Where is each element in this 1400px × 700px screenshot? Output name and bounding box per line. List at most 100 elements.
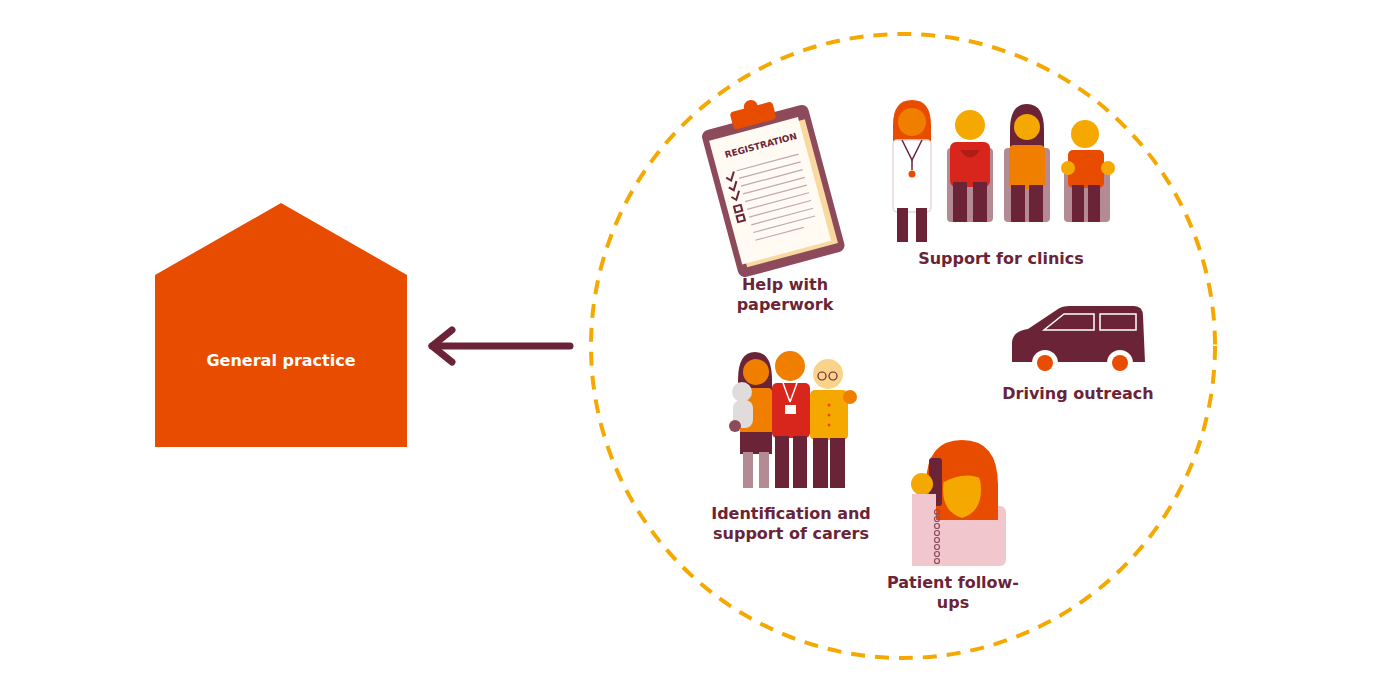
carers-group-part	[843, 390, 857, 404]
clinic-figures-part	[898, 108, 926, 136]
patient-phone-icon-part-part	[935, 510, 940, 515]
clipboard-icon-part-part	[755, 227, 803, 240]
carers-group-part	[759, 452, 769, 488]
carers-group-part	[828, 414, 831, 417]
carers-group-part	[813, 438, 828, 488]
patient-phone-icon-part-part	[935, 517, 940, 522]
carers-group-part	[743, 452, 753, 488]
arrow-connector-part	[432, 343, 570, 350]
service-label: Driving outreach	[1002, 384, 1153, 404]
clipboard-icon	[696, 86, 846, 279]
clinic-figures-part	[1061, 161, 1075, 175]
clipboard-icon-part-part	[730, 191, 741, 201]
clinic-figures-part	[960, 150, 980, 158]
clinic-figures	[893, 100, 1115, 242]
clinic-figures-part	[955, 110, 985, 140]
clipboard-icon-part-part	[751, 208, 813, 225]
carers-group-part	[729, 420, 741, 432]
patient-phone-icon-part	[935, 510, 940, 564]
clinic-figures-part	[1014, 114, 1040, 140]
clipboard-icon-part-part	[747, 193, 809, 210]
clinic-figures-part	[1088, 185, 1100, 222]
house-shape	[155, 203, 407, 447]
service-label: Support for clinics	[918, 249, 1084, 269]
car-icon-part	[1037, 355, 1053, 371]
patient-phone-icon-part	[912, 494, 936, 566]
carers-group-part	[830, 438, 845, 488]
carers-group-part	[732, 382, 752, 402]
carers-group-part	[772, 383, 810, 438]
car-icon-part	[1100, 314, 1136, 330]
clinic-figures-part	[1101, 161, 1115, 175]
clipboard-icon-part	[709, 117, 831, 264]
arrow-connector-part	[432, 330, 452, 362]
clinic-figures-part	[909, 171, 916, 178]
carers-group-part	[775, 351, 805, 381]
clinic-figures-part	[893, 140, 931, 212]
clinic-figures-part	[897, 208, 908, 242]
clinic-figures-part	[902, 140, 922, 160]
patient-phone-icon-part-part	[935, 552, 940, 557]
clinic-figures-part	[1010, 104, 1044, 152]
clipboard-icon-part-part	[734, 205, 742, 213]
patient-phone-icon-part-part	[935, 538, 940, 543]
carers-group-part	[783, 383, 790, 402]
carers-group-part	[793, 436, 807, 488]
patient-phone-icon-part-part	[935, 545, 940, 550]
car-icon	[1012, 306, 1145, 376]
clipboard-icon-part-part	[728, 181, 739, 191]
arrow-connector	[432, 330, 570, 362]
patient-phone-icon	[911, 440, 1006, 566]
patient-phone-icon-part	[944, 462, 985, 482]
clinic-figures-part	[1011, 185, 1025, 222]
car-icon-part	[1107, 350, 1133, 376]
carers-group-part	[743, 359, 769, 385]
node-label: General practice	[155, 351, 407, 371]
clipboard-icon-part-part	[737, 215, 745, 223]
car-icon-part	[1044, 314, 1094, 330]
patient-phone-icon-part	[911, 473, 933, 495]
carers-group-part	[740, 432, 772, 454]
service-label: Patient follow-ups	[873, 573, 1033, 613]
patient-phone-icon-part-part	[935, 524, 940, 529]
clipboard-icon-part-part	[749, 201, 811, 218]
clipboard-icon-part	[725, 171, 747, 222]
clipboard-icon-part-part	[753, 216, 815, 233]
carers-group-part	[785, 405, 796, 414]
clinic-figures-part	[1009, 145, 1045, 189]
clinic-figures-part	[973, 182, 987, 222]
carers-group-part	[790, 383, 797, 402]
carers-group-part	[810, 390, 848, 440]
house-outline	[155, 203, 407, 447]
clinic-figures-part	[1072, 185, 1084, 222]
carers-group-part	[818, 372, 826, 380]
service-label: Identification and support of carers	[691, 504, 891, 544]
practice-box: General practice	[155, 203, 407, 447]
clipboard-icon-part-part	[739, 162, 801, 179]
patient-phone-icon-part-part	[935, 531, 940, 536]
clipboard-icon-part-part	[743, 177, 805, 194]
service-label: Help with paperwork	[725, 275, 845, 315]
patient-phone-icon-part	[926, 440, 998, 520]
patient-phone-icon-part-part	[935, 559, 940, 564]
clinic-figures-part	[1029, 185, 1043, 222]
clipboard-icon-part-part	[745, 185, 807, 202]
carers-group-part	[828, 424, 831, 427]
clipboard-icon-part-part	[737, 154, 799, 171]
car-icon-part	[1112, 355, 1128, 371]
clipboard-icon-part	[737, 154, 817, 240]
clipboard-icon-part	[700, 103, 846, 278]
carers-group-part	[829, 372, 837, 380]
carers-group	[729, 351, 857, 488]
clinic-figures-part	[953, 182, 967, 222]
clinic-figures-part	[950, 142, 990, 187]
clinic-figures-part	[916, 208, 927, 242]
car-icon-part	[1032, 350, 1058, 376]
carers-group-part	[775, 436, 789, 488]
clipboard-icon-part-part	[725, 171, 736, 181]
clipboard-icon-part	[742, 98, 759, 115]
clinic-figures-part	[911, 160, 913, 170]
carers-group-part	[828, 404, 831, 407]
carers-group-part	[813, 359, 843, 389]
